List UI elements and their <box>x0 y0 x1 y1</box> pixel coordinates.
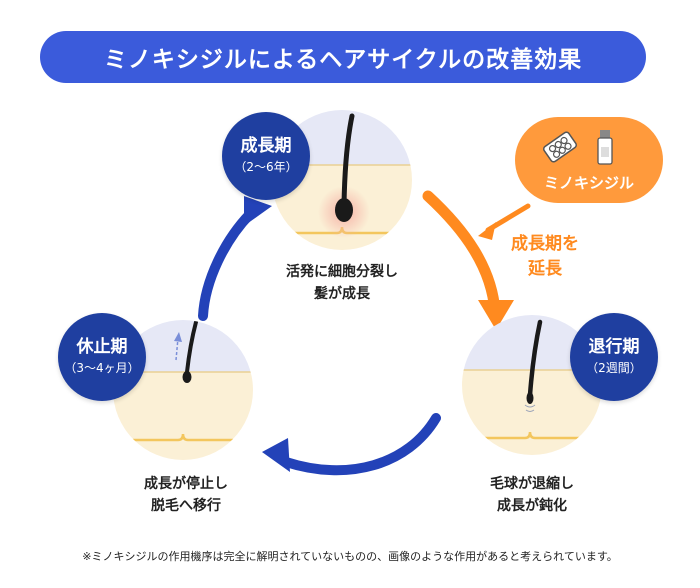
drug-callout: ミノキシジル <box>515 117 663 203</box>
anagen-duration: （2〜6年） <box>234 159 298 174</box>
catagen-description-line: 成長が鈍化 <box>497 497 567 514</box>
hair-strand-telogen <box>185 320 198 374</box>
drug-effect-line: 成長期を <box>511 234 579 254</box>
arrow-head-blue-bottom <box>262 438 290 472</box>
drug-effect-label: 成長期を 延長 <box>500 232 590 281</box>
drug-icons <box>542 130 613 165</box>
catagen-description-line: 毛球が退縮し <box>490 476 574 492</box>
anagen-name: 成長期 <box>240 136 292 157</box>
title-text: ミノキシジルによるヘアサイクルの改善効果 <box>103 47 583 73</box>
anagen-description: 活発に細胞分裂し 髪が成長 <box>262 262 422 305</box>
catagen-description: 毛球が退縮し 成長が鈍化 <box>462 474 602 517</box>
title-banner: ミノキシジルによるヘアサイクルの改善効果 <box>40 31 646 83</box>
catagen-name: 退行期 <box>588 337 640 358</box>
shedding-arrow-icon <box>175 337 179 361</box>
phase-badge-anagen: 成長期 （2〜6年） <box>222 112 310 200</box>
arrow-telogen-to-anagen <box>198 209 255 321</box>
phase-badge-telogen: 休止期 （3〜4ヶ月） <box>58 313 146 401</box>
anagen-description-line: 活発に細胞分裂し <box>286 264 398 280</box>
arrow-anagen-to-catagen <box>422 190 501 318</box>
telogen-name: 休止期 <box>76 337 128 358</box>
arrow-head-orange <box>478 300 514 330</box>
hair-strand-catagen <box>527 319 543 398</box>
arrow-catagen-to-telogen <box>281 413 441 476</box>
bottle-icon <box>597 130 613 165</box>
footnote: ※ミノキシジルの作用機序は完全に解明されていないものの、画像のような作用があると… <box>82 550 618 563</box>
telogen-duration: （3〜4ヶ月） <box>64 360 140 375</box>
phase-badge-catagen: 退行期 （2週間） <box>570 313 658 401</box>
drug-label: ミノキシジル <box>543 174 634 192</box>
telogen-description-line: 脱毛へ移行 <box>151 497 221 514</box>
pill-blister-icon <box>542 131 578 163</box>
drug-effect-line: 延長 <box>528 258 562 279</box>
telogen-description-line: 成長が停止し <box>144 476 228 492</box>
catagen-duration: （2週間） <box>586 360 642 375</box>
drug-effect-pointer-head <box>478 222 496 240</box>
telogen-description: 成長が停止し 脱毛へ移行 <box>116 474 256 517</box>
hair-strand-anagen <box>341 113 355 208</box>
anagen-description-line: 髪が成長 <box>314 285 370 302</box>
arrow-head-blue-left <box>244 196 272 226</box>
